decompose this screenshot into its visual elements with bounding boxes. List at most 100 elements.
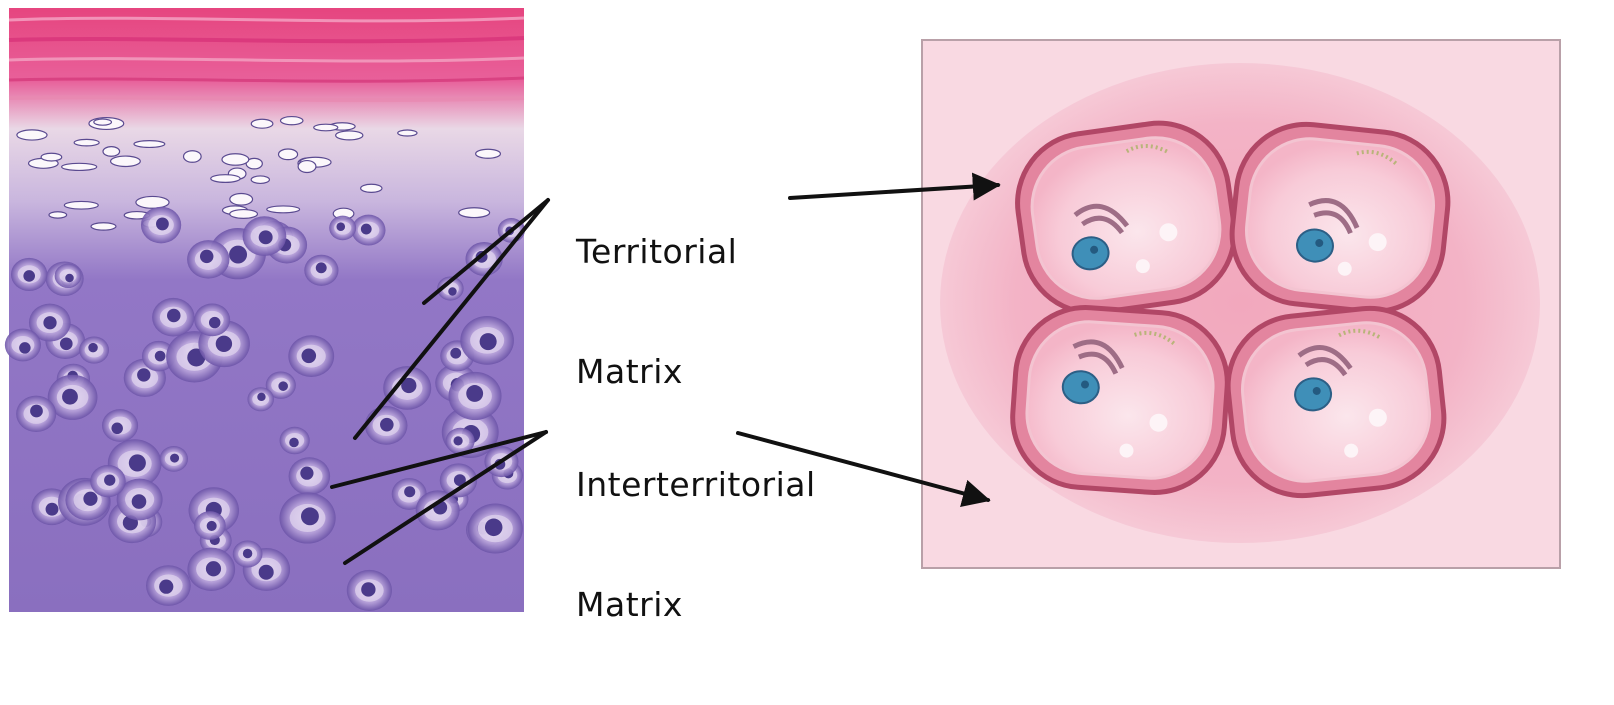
chondrocyte-nucleus (361, 224, 372, 235)
chondrocyte-nucleus (43, 316, 56, 329)
flat-cell (103, 147, 120, 157)
chondrocyte-nucleus (60, 337, 73, 350)
flat-cell (62, 163, 97, 170)
chondrocyte-nucleus (448, 287, 456, 295)
flat-cell (251, 176, 269, 183)
chondrocyte-nucleus (257, 393, 265, 401)
lacuna (194, 511, 226, 540)
flat-cell (136, 196, 169, 208)
chondrocyte-nucleus (289, 438, 299, 448)
chondrocyte-nucleus (453, 436, 462, 445)
chondrocyte-nucleus (301, 349, 316, 364)
lacuna (460, 316, 514, 365)
flat-cell (314, 124, 338, 131)
chondrocyte-nucleus (380, 418, 394, 432)
flat-cell (230, 193, 253, 205)
chondrocyte-nucleus (485, 519, 503, 537)
cartilage-micrograph (5, 8, 525, 612)
chondrocyte-nucleus (229, 246, 247, 264)
lacuna (187, 240, 229, 279)
flat-cell (398, 130, 417, 136)
chondrocyte-nucleus (155, 351, 166, 362)
chondrocyte-cell (1009, 114, 1244, 322)
flat-cell (222, 154, 249, 165)
lacuna (5, 329, 41, 362)
lacuna (352, 215, 386, 246)
lacuna (55, 264, 82, 288)
isogenous-group-schematic (922, 40, 1560, 568)
flat-cell (267, 206, 300, 213)
interterritorial-halo (940, 63, 1540, 543)
chondrocyte-nucleus (278, 381, 288, 391)
chondrocyte-nucleus (88, 343, 98, 353)
chondrocyte-nucleus (83, 492, 97, 506)
lacuna (146, 565, 191, 606)
flat-cell (49, 212, 67, 218)
interterritorial-label-line1: Interterritorial (576, 465, 816, 505)
chondrocyte-nucleus (19, 342, 30, 353)
flat-cell (211, 175, 240, 183)
lacuna (288, 335, 334, 377)
chondrocyte-nucleus (65, 274, 74, 283)
interterritorial-label-line2: Matrix (576, 585, 816, 625)
lacuna (279, 492, 335, 543)
chondrocyte-nucleus (206, 561, 221, 576)
chondrocyte-nucleus (259, 565, 274, 580)
lacuna (102, 409, 138, 442)
chondrocyte-nucleus (104, 475, 115, 486)
cell-cytoplasm (1023, 318, 1217, 482)
chondrocyte-nucleus (301, 507, 319, 525)
lacuna (90, 465, 126, 497)
lacuna (449, 372, 502, 420)
flat-cell (94, 119, 112, 125)
flat-cell (336, 131, 363, 140)
lacuna (465, 242, 502, 276)
figure: Territorial Matrix Interterritorial Matr… (0, 0, 1614, 629)
chondrocyte-nucleus (209, 317, 220, 328)
flat-cell (459, 208, 490, 218)
chondrocyte-nucleus (62, 389, 78, 405)
chondrocyte-nucleus (466, 385, 483, 402)
flat-cell (41, 153, 62, 161)
chondrocyte-nucleus (480, 333, 497, 350)
lacuna (247, 387, 274, 411)
flat-cell (230, 210, 258, 219)
chondrocyte-nucleus (156, 218, 169, 231)
chondrocyte-nucleus (361, 582, 375, 596)
lacuna (187, 548, 235, 591)
lacuna (347, 570, 392, 611)
lacuna (141, 207, 181, 244)
lacuna (79, 336, 109, 363)
flat-cell (134, 141, 165, 148)
chondrocyte-nucleus (167, 309, 181, 323)
flat-cell (74, 139, 99, 146)
chondrocyte-nucleus (207, 521, 217, 531)
chondrocyte-nucleus (404, 486, 415, 497)
chondrocyte-nucleus (200, 250, 213, 263)
chondrocyte-nucleus (137, 368, 150, 381)
lacuna (468, 503, 523, 553)
territorial-label-line1: Territorial (576, 232, 737, 272)
flat-cell (184, 151, 202, 163)
lacuna (365, 406, 408, 445)
chondrocyte-nucleus (30, 405, 43, 418)
chondrocyte-nucleus (170, 454, 179, 463)
chondrocyte-nucleus (216, 336, 232, 352)
chondrocyte-cell (1225, 117, 1455, 318)
lacuna (16, 396, 56, 432)
lacuna (243, 216, 287, 256)
flat-cell (251, 119, 273, 128)
chondrocyte-cell (1008, 303, 1232, 497)
chondrocyte-nucleus (259, 230, 273, 244)
lacuna (289, 457, 331, 495)
chondrocyte-nucleus (46, 503, 59, 516)
flat-cell (279, 149, 298, 160)
chondrocyte-nucleus (336, 222, 345, 231)
flat-cell (64, 201, 98, 209)
lacuna (329, 216, 356, 241)
cell-cytoplasm (1237, 317, 1436, 487)
chondrocyte-nucleus (23, 270, 35, 282)
lacuna (160, 446, 188, 472)
chondrocyte-nucleus (450, 348, 461, 359)
flat-cell (280, 117, 302, 125)
